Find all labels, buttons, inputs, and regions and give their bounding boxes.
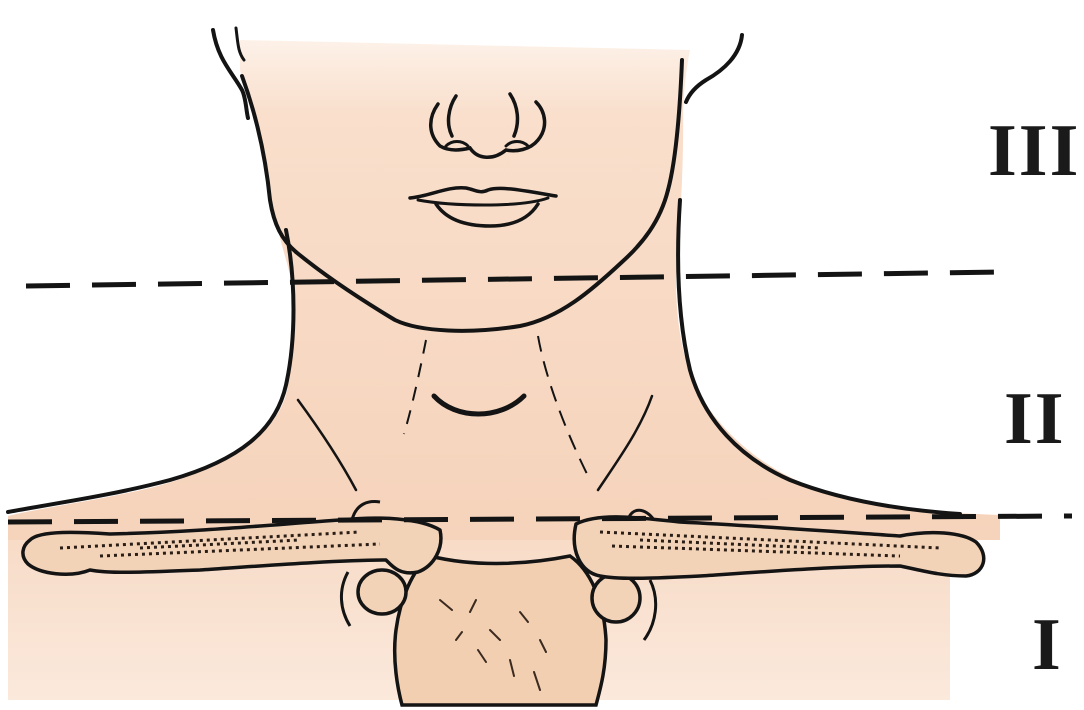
sternum — [395, 556, 606, 705]
zone-label-i: I — [1032, 608, 1063, 682]
right-joint — [592, 574, 640, 622]
zone-label-iii: III — [988, 114, 1080, 188]
neck-skin — [8, 40, 1000, 540]
right-ear — [686, 35, 742, 102]
zone-label-ii: II — [1004, 382, 1066, 456]
left-joint — [358, 570, 406, 614]
